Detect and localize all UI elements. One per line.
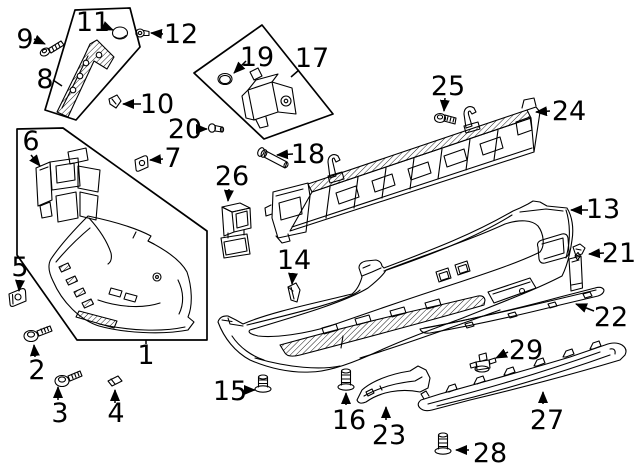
part-25-bolt bbox=[433, 112, 457, 125]
callout-28[interactable]: 28 bbox=[473, 438, 507, 469]
part-28-screw bbox=[434, 432, 452, 455]
callout-11[interactable]: 11 bbox=[76, 7, 110, 38]
part-7-clip-nut bbox=[134, 155, 149, 172]
part-22-trim-strip bbox=[419, 286, 605, 334]
callout-6[interactable]: 6 bbox=[22, 126, 39, 157]
callout-3[interactable]: 3 bbox=[51, 398, 68, 429]
part-10-clip bbox=[108, 94, 122, 109]
callout-14[interactable]: 14 bbox=[277, 245, 311, 276]
group-box-side-bracket bbox=[44, 7, 141, 121]
part-2-bolt bbox=[23, 325, 53, 343]
part-6-bracket bbox=[35, 147, 101, 223]
callout-10[interactable]: 10 bbox=[140, 89, 174, 120]
part-9-screw bbox=[39, 40, 65, 57]
part-11-grommet bbox=[111, 26, 129, 40]
callout-24[interactable]: 24 bbox=[552, 96, 586, 127]
part-19-grommet bbox=[217, 72, 233, 86]
callout-15[interactable]: 15 bbox=[213, 376, 247, 407]
callout-2[interactable]: 2 bbox=[28, 355, 45, 386]
part-26-bracket bbox=[220, 202, 252, 259]
callout-9[interactable]: 9 bbox=[16, 24, 33, 55]
callout-18[interactable]: 18 bbox=[291, 139, 325, 170]
part-29-clip bbox=[469, 352, 497, 373]
part-20-rivet bbox=[207, 123, 225, 133]
part-16-screw bbox=[337, 368, 355, 391]
callout-13[interactable]: 13 bbox=[586, 194, 620, 225]
part-27-lower-molding bbox=[417, 340, 627, 412]
callout-4[interactable]: 4 bbox=[107, 398, 124, 429]
callout-leaders bbox=[15, 21, 605, 455]
callout-29[interactable]: 29 bbox=[509, 335, 543, 366]
callout-22[interactable]: 22 bbox=[594, 302, 628, 333]
callout-8[interactable]: 8 bbox=[36, 64, 53, 95]
part-8-side-bracket bbox=[56, 39, 115, 118]
part-4-retainer-clip bbox=[107, 375, 123, 387]
callout-labels: 9 11 12 8 10 6 20 7 19 17 18 26 25 24 13… bbox=[11, 7, 636, 469]
callout-5[interactable]: 5 bbox=[11, 252, 28, 283]
callout-7[interactable]: 7 bbox=[164, 143, 181, 174]
callout-12[interactable]: 12 bbox=[164, 19, 198, 50]
callout-1[interactable]: 1 bbox=[137, 340, 154, 371]
callout-20[interactable]: 20 bbox=[168, 114, 202, 145]
part-1-corner-extension bbox=[48, 215, 195, 334]
group-box-lamp-bracket bbox=[193, 24, 334, 140]
part-15-screw bbox=[254, 374, 272, 393]
part-12-push-pin bbox=[135, 28, 150, 38]
part-21-bracket bbox=[568, 243, 586, 292]
callout-27[interactable]: 27 bbox=[530, 405, 564, 436]
callout-21[interactable]: 21 bbox=[602, 238, 636, 269]
part-24-impact-bar bbox=[264, 97, 541, 244]
group-box-corner-assembly bbox=[16, 127, 208, 341]
callout-19[interactable]: 19 bbox=[240, 42, 274, 73]
callout-23[interactable]: 23 bbox=[372, 420, 406, 451]
callout-26[interactable]: 26 bbox=[215, 161, 249, 192]
callout-25[interactable]: 25 bbox=[431, 71, 465, 102]
callout-17[interactable]: 17 bbox=[295, 43, 329, 74]
part-23-trim-molding bbox=[356, 365, 431, 404]
part-17-bracket bbox=[241, 67, 297, 129]
callout-16[interactable]: 16 bbox=[332, 405, 366, 436]
